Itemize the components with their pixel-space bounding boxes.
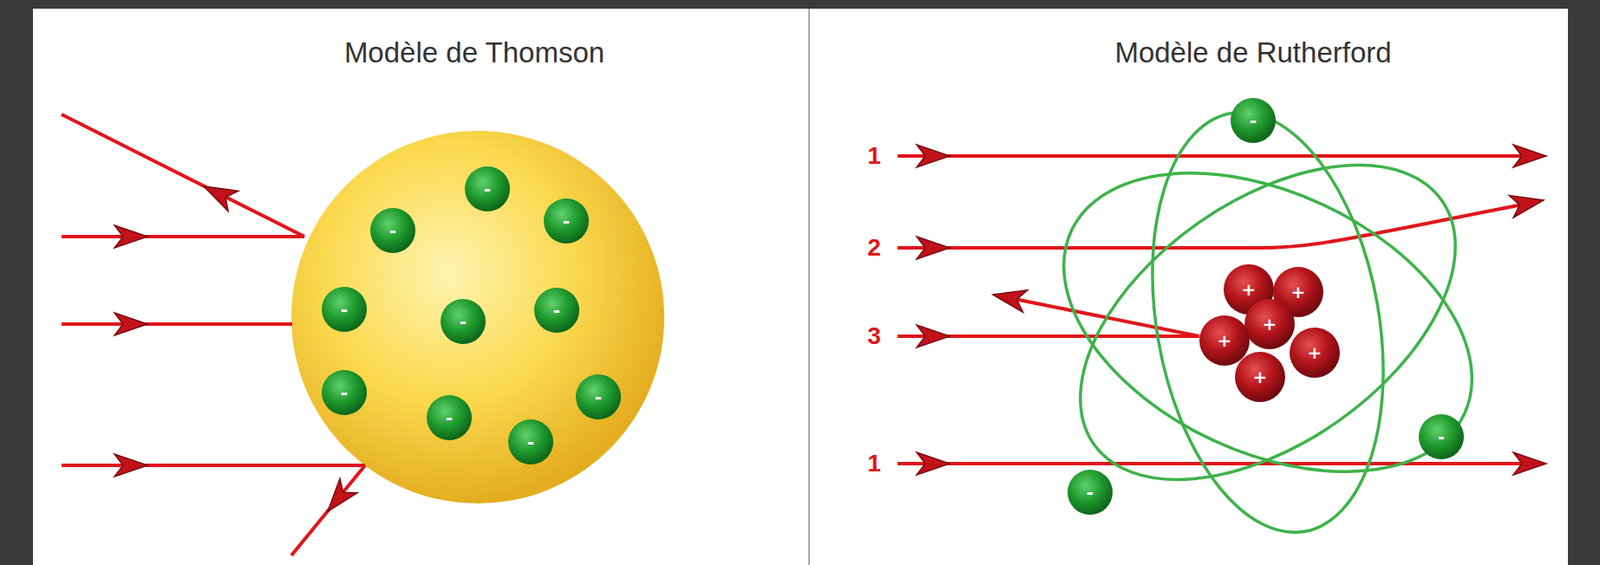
particle-circle [534, 287, 580, 334]
charge-sign: + [1217, 332, 1233, 350]
particle-circle [426, 395, 472, 441]
particle-circle [440, 299, 486, 345]
particle-circle [1418, 414, 1464, 460]
electron: - [321, 287, 367, 333]
particle-circle [1230, 97, 1276, 144]
charge-sign: - [340, 384, 348, 402]
particle-circle [543, 198, 589, 244]
proton: + [1289, 327, 1340, 379]
electron: - [1230, 97, 1276, 144]
panel [32, 8, 1568, 565]
proton: + [1199, 315, 1250, 366]
charge-sign: - [553, 301, 561, 320]
charge-sign: + [1291, 283, 1307, 301]
charge-sign: - [562, 212, 570, 230]
charge-sign: - [340, 300, 348, 319]
electron: - [1418, 414, 1464, 460]
particle-circle [1234, 352, 1286, 403]
particle-circle [321, 370, 367, 416]
electron: - [321, 370, 367, 416]
alpha-paths [61, 114, 1535, 556]
particle-circle [321, 287, 367, 333]
charge-sign: - [459, 313, 467, 331]
divider [808, 8, 810, 565]
panel-title: Modèle de Rutherford [1114, 37, 1392, 69]
charge-sign: + [1262, 315, 1278, 334]
particle-circle [370, 208, 416, 254]
thomson-sphere [291, 130, 665, 504]
charge-sign: - [483, 180, 491, 198]
electron-orbits [1016, 93, 1520, 551]
electron: - [440, 299, 486, 345]
proton: + [1244, 299, 1295, 350]
particle-circle [1244, 299, 1295, 350]
particle-circle [575, 374, 621, 420]
callout-number: 1 [867, 450, 882, 478]
callout-number: 3 [867, 323, 882, 351]
arrowheads [114, 144, 1547, 519]
particle-circle [1199, 315, 1250, 366]
electron: - [575, 374, 621, 420]
electron: - [543, 198, 589, 244]
particle-circle [1067, 470, 1113, 516]
charge-sign: - [594, 388, 602, 406]
charge-sign: + [1241, 280, 1257, 299]
charge-sign: - [527, 433, 535, 451]
electron: - [370, 208, 416, 254]
electron: - [464, 166, 510, 212]
electron: - [534, 287, 580, 334]
callout-number: 1 [867, 143, 882, 170]
electron: - [426, 395, 472, 441]
particle-circle [464, 166, 510, 212]
charge-sign: + [1253, 368, 1268, 386]
charge-sign: - [1437, 428, 1445, 446]
electron: - [1067, 470, 1113, 516]
panel-title: Modèle de Thomson [344, 37, 605, 69]
charge-sign: - [445, 409, 453, 427]
proton: + [1234, 352, 1286, 403]
particle-circle [1289, 327, 1340, 379]
charge-sign: - [1086, 483, 1094, 502]
particle-circle [508, 419, 554, 465]
charge-sign: - [389, 222, 397, 240]
electron: - [508, 419, 554, 465]
charge-sign: + [1307, 344, 1323, 362]
charge-sign: - [1249, 111, 1257, 130]
callout-number: 2 [867, 235, 882, 262]
